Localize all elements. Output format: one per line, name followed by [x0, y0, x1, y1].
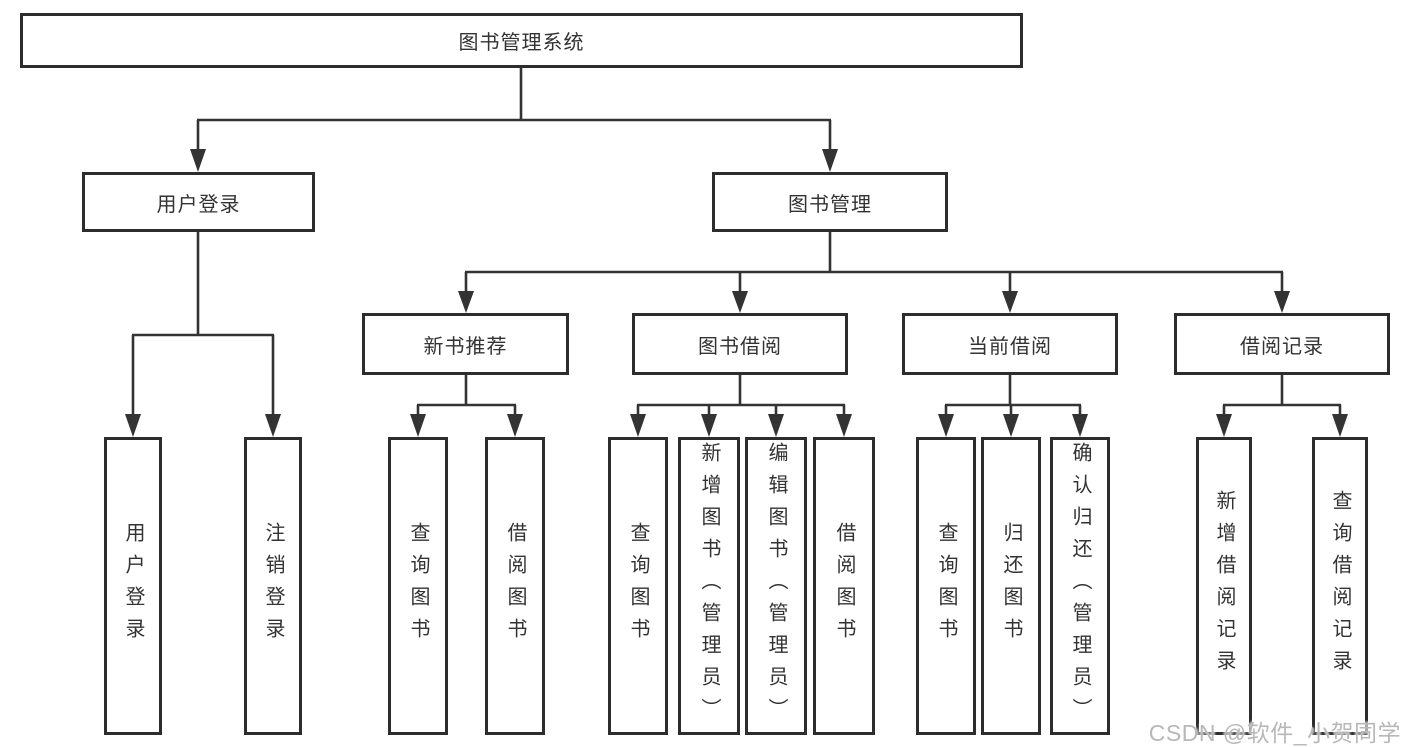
node-user-login-action-label: 用户登录 [122, 522, 144, 650]
node-query-borrow-record-label: 查询借阅记录 [1329, 490, 1351, 682]
node-add-borrow-record: 新增借阅记录 [1196, 437, 1252, 735]
node-user-login-label: 用户登录 [156, 193, 241, 216]
node-library-system: 图书管理系统 [20, 13, 1023, 68]
node-add-books-admin: 新增图书（管理员） [678, 437, 740, 735]
node-new-book-recommendation-label: 新书推荐 [423, 335, 508, 358]
connector-borrowing-records-children [1216, 375, 1348, 437]
node-logout-action-label: 注销登录 [262, 522, 284, 650]
node-confirm-return-admin: 确认归还（管理员） [1050, 437, 1110, 735]
node-return-books-label: 归还图书 [1000, 522, 1022, 650]
node-borrowing-records: 借阅记录 [1174, 313, 1390, 375]
node-user-login: 用户登录 [82, 172, 315, 232]
node-query-books-borrowing: 查询图书 [608, 437, 668, 735]
node-logout-action: 注销登录 [244, 437, 302, 735]
node-borrow-books-borrowing-label: 借阅图书 [833, 522, 855, 650]
node-query-books-recommend-label: 查询图书 [407, 522, 429, 650]
connector-book-borrowing-children [630, 375, 852, 437]
connector-root-to-level2 [190, 68, 838, 172]
node-current-borrowing-label: 当前借阅 [968, 335, 1052, 358]
node-confirm-return-admin-label: 确认归还（管理员） [1069, 442, 1091, 730]
node-query-books-current-label: 查询图书 [935, 522, 957, 650]
node-book-management: 图书管理 [712, 172, 948, 232]
node-query-books-current: 查询图书 [916, 437, 976, 735]
connector-current-borrowing-children [938, 375, 1088, 437]
node-user-login-action: 用户登录 [104, 437, 162, 735]
node-edit-books-admin: 编辑图书（管理员） [745, 437, 807, 735]
node-query-borrow-record: 查询借阅记录 [1312, 437, 1368, 735]
node-library-system-label: 图书管理系统 [458, 32, 585, 54]
node-book-management-label: 图书管理 [788, 193, 872, 216]
node-add-borrow-record-label: 新增借阅记录 [1213, 490, 1235, 682]
node-borrow-books-recommend-label: 借阅图书 [504, 522, 526, 650]
node-borrow-books-borrowing: 借阅图书 [813, 437, 875, 735]
csdn-watermark: CSDN @软件_小贺同学 [1148, 720, 1401, 746]
node-book-borrowing: 图书借阅 [632, 313, 848, 375]
node-return-books: 归还图书 [981, 437, 1041, 735]
node-borrowing-records-label: 借阅记录 [1240, 335, 1324, 358]
node-book-borrowing-label: 图书借阅 [698, 335, 782, 358]
node-current-borrowing: 当前借阅 [902, 313, 1118, 375]
node-edit-books-admin-label: 编辑图书（管理员） [765, 442, 787, 730]
node-add-books-admin-label: 新增图书（管理员） [698, 442, 720, 730]
connector-new-book-recommendation-children [410, 375, 523, 437]
node-borrow-books-recommend: 借阅图书 [485, 437, 545, 735]
node-query-books-borrowing-label: 查询图书 [627, 522, 649, 650]
connector-user-login-children [125, 232, 281, 437]
node-query-books-recommend: 查询图书 [388, 437, 448, 735]
node-new-book-recommendation: 新书推荐 [362, 313, 569, 375]
connector-book-management-children [458, 232, 1290, 313]
